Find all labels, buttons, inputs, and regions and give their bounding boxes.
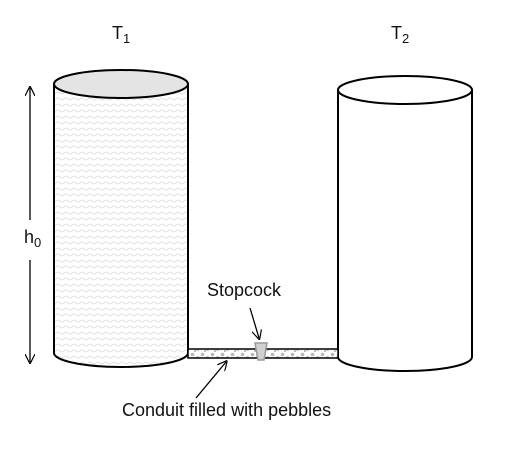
tank-right-body bbox=[337, 89, 473, 372]
label-stopcock: Stopcock bbox=[207, 280, 282, 300]
label-tank-right: T2 bbox=[391, 23, 409, 45]
tank-left-body bbox=[53, 83, 189, 368]
label-height-letter: h bbox=[24, 227, 35, 247]
tank-right-rim bbox=[337, 75, 473, 105]
stopcock-valve bbox=[254, 342, 268, 361]
label-height: h0 bbox=[24, 227, 41, 249]
label-tank-left-subscript: 1 bbox=[123, 31, 131, 46]
label-conduit: Conduit filled with pebbles bbox=[122, 400, 332, 420]
tank-left bbox=[53, 69, 189, 368]
label-tank-right-letter: T bbox=[391, 23, 402, 43]
stopcock-leader bbox=[249, 307, 259, 338]
label-tank-left: T1 bbox=[112, 23, 130, 45]
stopcock-shape bbox=[254, 342, 268, 361]
tank-left-water-surface bbox=[53, 69, 189, 99]
tank-right bbox=[337, 75, 473, 372]
label-tank-right-subscript: 2 bbox=[402, 31, 410, 46]
conduit-leader bbox=[195, 362, 226, 399]
label-tank-left-letter: T bbox=[112, 23, 123, 43]
label-height-subscript: 0 bbox=[34, 235, 42, 250]
